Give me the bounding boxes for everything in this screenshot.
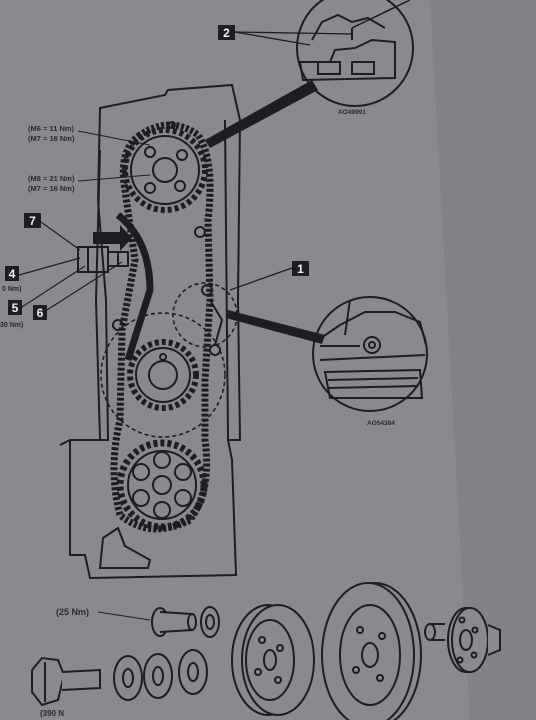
crankshaft-sprocket [116, 439, 208, 531]
washer-small [200, 606, 220, 638]
hub-stub [424, 623, 445, 641]
washer-3 [178, 649, 208, 695]
crank-pulley [231, 604, 315, 716]
svg-text:(M7 = 16 Nm): (M7 = 16 Nm) [28, 184, 75, 193]
svg-text:5: 5 [12, 301, 19, 315]
callout-2: 2 [218, 25, 353, 46]
callout-4: 4 0 Nm) [2, 257, 81, 293]
idler-pulleys [201, 284, 224, 356]
svg-text:6: 6 [37, 306, 44, 320]
crank-bolt [31, 656, 101, 707]
direction-arrow [93, 225, 132, 251]
svg-text:(M8 = 21 Nm): (M8 = 21 Nm) [28, 174, 75, 183]
detail-inset-right [312, 296, 428, 412]
detail-circle-intermediate [100, 312, 226, 438]
washer-2 [143, 653, 173, 699]
torque-spec-lower: (M8 = 21 Nm) (M7 = 16 Nm) [28, 174, 151, 193]
svg-text:0 Nm): 0 Nm) [2, 286, 21, 293]
leader-top-inset [205, 80, 318, 148]
detail-code-top: AO49991 [338, 109, 366, 116]
damper-pulley [321, 582, 422, 720]
intermediate-sprocket [127, 339, 199, 411]
svg-text:7: 7 [29, 214, 36, 228]
lower-belt-guide [98, 526, 152, 569]
washer-1 [113, 655, 143, 701]
belt-tensioner-guide [112, 212, 206, 362]
callout-7: 7 [24, 213, 81, 251]
svg-text:1: 1 [297, 262, 304, 276]
callout-5: 5 30 Nm) [0, 265, 86, 329]
bottom-partial-label: (390 N [40, 709, 64, 718]
engine-block-outline [59, 83, 242, 580]
svg-text:30 Nm): 30 Nm) [0, 322, 23, 329]
callout-6: 6 [33, 261, 123, 320]
bolt-torque-label: (25 Nm) [56, 607, 89, 617]
torque-spec-upper: (M6 = 11 Nm) (M7 = 16 Nm) [28, 124, 151, 146]
svg-text:2: 2 [223, 26, 230, 40]
svg-text:4: 4 [9, 267, 16, 281]
leader-right-inset [226, 310, 325, 344]
svg-text:(M6 = 11 Nm): (M6 = 11 Nm) [28, 124, 75, 133]
hub-flange [447, 607, 501, 673]
detail-code-right: AO54384 [367, 420, 395, 427]
camshaft-sprocket [122, 121, 208, 213]
svg-text:(M7 = 16 Nm): (M7 = 16 Nm) [28, 134, 75, 143]
callout-1: 1 [229, 261, 309, 291]
bolt-small [151, 607, 197, 637]
